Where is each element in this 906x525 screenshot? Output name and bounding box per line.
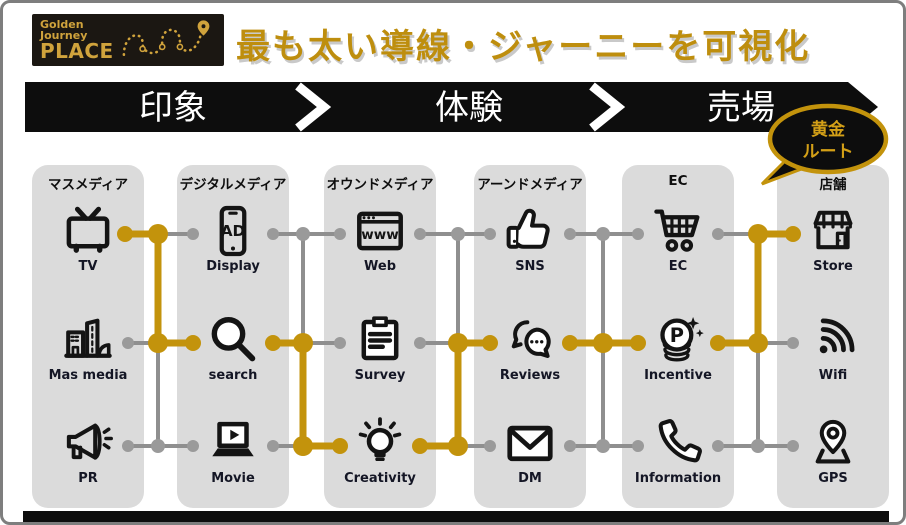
column-digital-media: デジタルメディア AD Display search Movie <box>177 165 289 508</box>
lightbulb-icon <box>358 417 402 461</box>
buildings-icon <box>64 318 112 358</box>
magnifier-icon <box>211 317 256 362</box>
node-label: Movie <box>211 471 255 486</box>
column-mass-media: マスメディア TV Mas media <box>32 165 144 508</box>
node-label: DM <box>518 471 542 486</box>
node-ec: EC <box>622 204 734 292</box>
phone-icon <box>658 419 702 463</box>
node-label: Survey <box>354 368 406 383</box>
golden-journey-place-logo: Golden Journey PLACE <box>32 14 224 66</box>
stage-banner: 印象 体験 売場 <box>25 82 878 132</box>
journey-path-icon <box>122 20 210 57</box>
stage-salesfloor: 売場 <box>707 88 775 128</box>
node-sns: SNS <box>474 204 586 292</box>
node-label: Store <box>813 259 853 274</box>
tv-icon <box>66 206 110 253</box>
node-label: Incentive <box>644 368 712 383</box>
node-dm: DM <box>474 416 586 504</box>
node-creativity: Creativity <box>324 416 436 504</box>
node-label: Creativity <box>344 471 416 486</box>
logo-line-golden: Golden <box>40 17 84 31</box>
node-movie: Movie <box>177 416 289 504</box>
point-coin-icon: P <box>660 317 704 362</box>
node-label: search <box>208 368 258 383</box>
smartphone-ad-icon: AD <box>219 205 247 257</box>
node-display: AD Display <box>177 204 289 292</box>
map-pin-icon <box>815 419 851 464</box>
svg-text:P: P <box>670 324 684 347</box>
node-tv: TV <box>32 204 144 292</box>
node-store: Store <box>777 204 889 292</box>
column-header: アーンドメディア <box>477 177 583 193</box>
chevron-right-icon <box>295 82 332 132</box>
column-ec: EC EC P Incentive <box>622 165 734 508</box>
stage-impression: 印象 <box>139 88 207 128</box>
banner-arrow-shape <box>25 82 878 132</box>
browser-icon: www <box>357 211 403 251</box>
stage-experience: 体験 <box>435 88 503 128</box>
column-owned-media: オウンドメディア www Web Survey <box>324 165 436 508</box>
logo-text: Golden Journey PLACE <box>40 17 114 64</box>
node-label: SNS <box>515 259 545 274</box>
logo-line-journey: Journey <box>40 28 88 42</box>
node-survey: Survey <box>324 313 436 401</box>
node-information: Information <box>622 416 734 504</box>
node-label: EC <box>668 259 688 274</box>
laptop-play-icon <box>212 421 254 457</box>
svg-text:www: www <box>361 227 398 243</box>
column-header: マスメディア <box>47 177 129 193</box>
storefront-icon <box>813 210 853 250</box>
chat-bubbles-icon <box>511 320 551 358</box>
node-pr: PR <box>32 416 144 504</box>
column-header: EC <box>668 173 688 189</box>
column-store: 店舗 Store Wifi <box>777 165 889 508</box>
node-incentive: P Incentive <box>622 313 734 401</box>
golden-route-badge: 黄金 ルート <box>760 103 889 186</box>
node-label: Display <box>206 259 260 274</box>
node-label: TV <box>78 259 98 274</box>
thumbs-up-icon <box>506 208 550 249</box>
node-reviews: Reviews <box>474 313 586 401</box>
node-label: GPS <box>818 471 848 486</box>
page-title: 最も太い導線・ジャーニーを可視化 <box>236 27 811 67</box>
node-label: Wifi <box>818 368 848 383</box>
column-header: オウンドメディア <box>326 177 434 193</box>
node-gps: GPS <box>777 416 889 504</box>
badge-line-2: ルート <box>803 142 854 162</box>
megaphone-icon <box>66 423 113 460</box>
bottom-bar <box>23 511 889 522</box>
node-label: Mas media <box>48 368 128 383</box>
clipboard-icon <box>361 316 399 361</box>
cart-icon <box>654 209 700 252</box>
node-mas-media: Mas media <box>32 313 144 401</box>
badge-line-1: 黄金 <box>811 119 846 140</box>
node-wifi: Wifi <box>777 313 889 401</box>
node-label: Reviews <box>499 368 561 383</box>
node-label: PR <box>78 471 98 486</box>
wifi-icon <box>819 318 855 354</box>
node-label: Information <box>634 471 722 486</box>
column-earned-media: アーンドメディア SNS Reviews DM <box>474 165 586 508</box>
node-search: search <box>177 313 289 401</box>
logo-line-place: PLACE <box>40 39 114 64</box>
column-header: デジタルメディア <box>179 177 287 193</box>
chevron-right-icon <box>589 82 626 132</box>
svg-text:AD: AD <box>221 222 246 240</box>
column-header: 店舗 <box>819 177 847 193</box>
node-label: Web <box>364 259 396 274</box>
node-web: www Web <box>324 204 436 292</box>
envelope-icon <box>507 425 553 462</box>
